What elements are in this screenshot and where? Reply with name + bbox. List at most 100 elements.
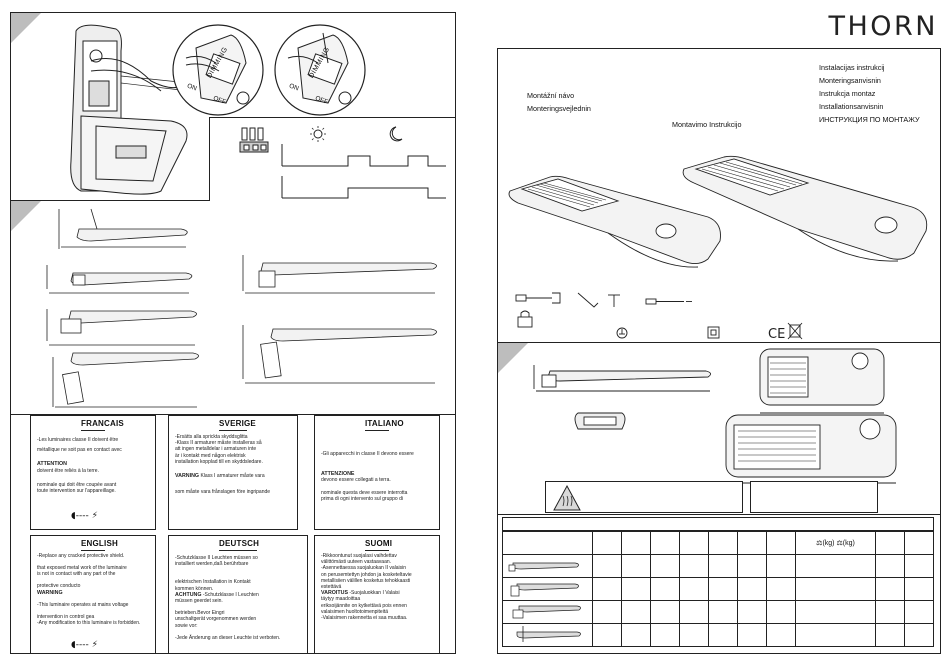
- table-cell: [621, 623, 651, 647]
- class-ii-symbol-icon: ◖---- ⚡: [71, 640, 98, 650]
- lang-line: -Jede Änderung an dieser Leuchte ist ver…: [175, 634, 281, 641]
- titles-left: Montážní návo Monteringsvejlednin: [527, 89, 591, 115]
- lang-line: -Gli apparecchi in classe II devono esse…: [321, 451, 414, 457]
- table-cell: [737, 577, 767, 601]
- luminaire-variant-cell: [502, 623, 593, 647]
- lang-line: intervention in control gea: [37, 614, 95, 621]
- table-cell: [766, 554, 796, 578]
- table-cell: [621, 577, 651, 601]
- table-cell: [621, 531, 651, 555]
- empty-note-box: [750, 481, 878, 513]
- title-line: Monteringsanvisnin: [819, 76, 881, 85]
- table-row: [502, 600, 934, 624]
- ce-mark-icon: CE: [768, 327, 785, 342]
- table-cell: [592, 623, 622, 647]
- lang-body: -Replace any cracked protective shield. …: [31, 551, 155, 626]
- title-line: Installationsanvisnin: [819, 102, 884, 111]
- step-corner-marker: [11, 201, 41, 231]
- warning-label: ATTENZIONE: [321, 471, 355, 478]
- table-cell: [708, 577, 738, 601]
- allen-key-icon: [577, 292, 599, 308]
- table-row: [502, 577, 934, 601]
- switch-detail-off-drawing: [172, 24, 264, 116]
- table-cell: [875, 531, 905, 555]
- lang-line: on perusemtettyn johdon ja kosketeltavie: [321, 571, 412, 578]
- lang-title: SUOMI: [365, 539, 392, 551]
- luminaire-variant-icon: [516, 626, 581, 642]
- table-cell: [875, 554, 905, 578]
- lang-line: müssen geerdet sein.: [175, 598, 223, 605]
- left-instruction-sheet: DIMMING ON OFF DIMMING ON OFF: [10, 12, 456, 654]
- lang-title: ENGLISH: [81, 539, 118, 551]
- weight-icon: ⚖: [836, 540, 843, 547]
- titles-right: Instalacijas instrukcij Monteringsanvisn…: [819, 61, 920, 126]
- table-header-strip: [502, 517, 934, 531]
- socket-wrench-icon: [515, 292, 561, 304]
- weight-label: (kg): [822, 540, 835, 547]
- class-ii-symbol-icon: ◖---- ⚡: [71, 511, 98, 521]
- lang-line: installation kopplad till en skyddsledar…: [175, 458, 263, 465]
- table-cell: [679, 577, 709, 601]
- lang-title: SVERIGE: [219, 419, 256, 431]
- lang-line: eriksoijännite on kytkettävä pois ennen: [321, 602, 407, 609]
- luminaire-variant-cell: [502, 600, 593, 624]
- lang-body: -Gli apparecchi in classe II devono esse…: [315, 431, 439, 502]
- weight-icon: ⚖: [816, 540, 823, 547]
- specification-table: ⚖(kg) ⚖(kg): [502, 531, 934, 647]
- lang-line: protective conducto: [37, 583, 81, 590]
- table-cell: [592, 577, 622, 601]
- warning-label: VAROITUS: [321, 590, 348, 597]
- lang-line: -Replace any cracked protective shield.: [37, 553, 125, 559]
- lang-body: -Les luminaires classe II doivent être m…: [31, 431, 155, 494]
- table-cell: [795, 554, 876, 578]
- table-cell: [650, 623, 680, 647]
- lang-box-english: ENGLISH -Replace any cracked protective …: [30, 535, 156, 653]
- lang-title: ITALIANO: [365, 419, 404, 431]
- table-cell: [650, 577, 680, 601]
- table-cell: [708, 554, 738, 578]
- lang-line: that exposed metal work of the luminaire: [37, 565, 127, 571]
- table-cell: [708, 623, 738, 647]
- table-cell: [592, 531, 622, 555]
- table-cell: [795, 600, 876, 624]
- lang-box-francais: FRANCAIS -Les luminaires classe II doive…: [30, 415, 156, 530]
- lang-line: som måste vara frånslagen före ingripand…: [175, 489, 271, 496]
- table-cell: [766, 531, 796, 555]
- panel-specification-table: ⚖(kg) ⚖(kg): [498, 515, 940, 653]
- warning-label: ATTENTION: [37, 461, 67, 468]
- table-cell: [795, 577, 876, 601]
- table-cell: [650, 600, 680, 624]
- warning-label: WARNING: [37, 589, 63, 596]
- weight-label: (kg): [842, 540, 855, 547]
- lang-line: -Asennettaessa suojaluokan II valaisin: [321, 565, 407, 572]
- step-corner-marker: [498, 343, 528, 373]
- class-ii-double-square-icon: [707, 326, 720, 339]
- table-cell: [904, 577, 934, 601]
- lang-body: -Rikkoontunut suojalasi vaihdettav välit…: [315, 551, 439, 621]
- right-instruction-sheet: Montážní návo Monteringsvejlednin Montav…: [497, 48, 941, 654]
- lang-box-italiano: ITALIANO -Gli apparecchi in classe II de…: [314, 415, 440, 530]
- title-line: ИНСТРУКЦИЯ ПО МОНТАЖУ: [819, 115, 920, 124]
- lang-line: är i kontakt med någon elektrisk: [175, 452, 246, 459]
- moon-icon: [389, 126, 403, 142]
- title-line: Instrukcja montaz: [819, 89, 876, 98]
- lang-line: -Valaisimen rakennetta ei saa muuttaa.: [321, 615, 408, 622]
- luminaire-dimension-drawings: [46, 208, 437, 408]
- table-cell: [875, 600, 905, 624]
- lang-title: FRANCAIS: [81, 419, 124, 431]
- lang-line: sowie vor:: [175, 622, 198, 629]
- lang-line: estettävä: [321, 584, 342, 591]
- table-cell: [904, 531, 934, 555]
- weee-bin-icon: [787, 322, 803, 340]
- title-line: Instalacijas instrukcij: [819, 63, 885, 72]
- table-cell: [737, 554, 767, 578]
- dimming-timing-diagram: [239, 126, 446, 199]
- tools-and-symbols: CE: [515, 292, 803, 342]
- lang-box-deutsch: DEUTSCH -Schutzklasse II Leuchten müssen…: [168, 535, 308, 653]
- luminaire-variant-icon: [512, 605, 581, 619]
- sun-icon: [310, 126, 326, 142]
- lang-line: elektrischen Installation in Kontakt: [175, 579, 251, 586]
- luminaire-variant-icon: [508, 562, 579, 572]
- lang-line: nominale questa deve essere interrotta: [321, 489, 408, 496]
- table-cell: [621, 554, 651, 578]
